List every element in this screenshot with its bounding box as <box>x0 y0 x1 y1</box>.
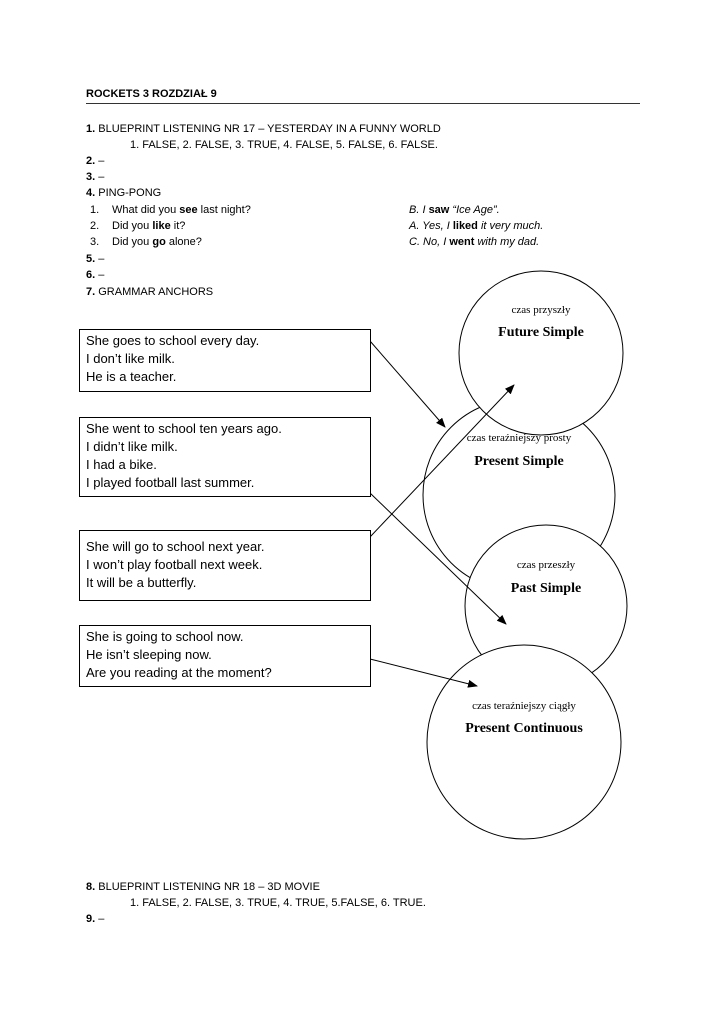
sentence-box-past-simple: She went to school ten years ago. I didn… <box>79 417 371 497</box>
arrow-to-present-simple <box>369 340 446 428</box>
page-title: ROCKETS 3 ROZDZIAŁ 9 <box>86 88 217 100</box>
sentence: I played football last summer. <box>86 475 255 490</box>
sentence: I didn’t like milk. <box>86 439 178 454</box>
section-number: 3. <box>86 171 96 183</box>
section-text: – <box>98 171 105 183</box>
question-verb: see <box>179 204 198 216</box>
answer-text: it very much. <box>477 220 544 232</box>
question-text: last night? <box>197 204 251 216</box>
section-7: 7. GRAMMAR ANCHORS <box>86 284 213 300</box>
row-number: 3. <box>90 236 100 248</box>
section-4: 4. PING-PONG <box>86 185 161 201</box>
question-verb: like <box>152 220 171 232</box>
answer-verb: liked <box>452 220 478 232</box>
circle-label-en: Future Simple <box>498 325 584 340</box>
circle-present-continuous <box>426 644 622 840</box>
section-3: 3. – <box>86 169 104 185</box>
row-number: 2. <box>90 220 100 232</box>
circle-label-en: Present Simple <box>474 454 564 469</box>
sentence-box-present-simple: She goes to school every day. I don’t li… <box>79 329 371 392</box>
sentence: He is a teacher. <box>86 369 177 384</box>
pingpong-row: 1. What did you see last night? <box>90 202 251 218</box>
section-2: 2. – <box>86 153 104 169</box>
answer: A. Yes, I liked it very much. <box>409 218 543 234</box>
question: What did you see last night? <box>112 202 251 218</box>
sentence: She is going to school now. <box>86 629 244 644</box>
circle-label-pl: czas przeszły <box>517 559 576 571</box>
section-text: GRAMMAR ANCHORS <box>98 286 214 298</box>
title-divider <box>86 103 640 104</box>
section-number: 6. <box>86 269 96 281</box>
question-verb: go <box>152 236 166 248</box>
arrow-to-past-simple <box>369 492 507 625</box>
question: Did you go alone? <box>112 234 202 250</box>
section-number: 5. <box>86 253 96 265</box>
answer-text: C. No, I <box>409 236 450 248</box>
section-text: PING-PONG <box>98 187 162 199</box>
circle-label-pl: czas teraźniejszy ciągły <box>472 700 576 712</box>
answer-verb: went <box>449 236 475 248</box>
answer-text: A. Yes, I <box>409 220 453 232</box>
arrow-to-future-simple <box>369 384 515 538</box>
section-6: 6. – <box>86 267 104 283</box>
sentence-box-present-continuous: She is going to school now. He isn’t sle… <box>79 625 371 687</box>
circle-future-simple <box>458 270 624 436</box>
section-number: 9. <box>86 913 96 925</box>
section-9: 9. – <box>86 911 104 927</box>
arrow-to-present-continuous <box>369 658 478 688</box>
sentence-box-future-simple: She will go to school next year. I won’t… <box>79 530 371 601</box>
section-8: 8. BLUEPRINT LISTENING NR 18 – 3D MOVIE <box>86 879 320 895</box>
section-number: 8. <box>86 881 96 893</box>
section-8-answers: 1. FALSE, 2. FALSE, 3. TRUE, 4. TRUE, 5.… <box>130 897 426 909</box>
question-text: it? <box>170 220 186 232</box>
sentence: I don’t like milk. <box>86 351 175 366</box>
sentence: He isn’t sleeping now. <box>86 647 212 662</box>
question-text: Did you <box>112 236 153 248</box>
answer-text: “Ice Age”. <box>449 204 500 216</box>
section-text: BLUEPRINT LISTENING NR 17 – YESTERDAY IN… <box>98 123 441 135</box>
question-text: alone? <box>165 236 202 248</box>
answer: C. No, I went with my dad. <box>409 234 539 250</box>
sentence: Are you reading at the moment? <box>86 665 272 680</box>
question-text: Did you <box>112 220 153 232</box>
circle-label-en: Past Simple <box>511 581 581 596</box>
sentence: She will go to school next year. <box>86 539 265 554</box>
answer-verb: saw <box>428 204 450 216</box>
section-text: BLUEPRINT LISTENING NR 18 – 3D MOVIE <box>98 881 320 893</box>
section-number: 4. <box>86 187 96 199</box>
circle-label-pl: czas teraźniejszy prosty <box>467 432 572 444</box>
section-text: – <box>98 253 105 265</box>
pingpong-row: 3. Did you go alone? <box>90 234 202 250</box>
answer-text: with my dad. <box>474 236 540 248</box>
section-text: – <box>98 913 105 925</box>
answer: B. I saw “Ice Age”. <box>409 202 500 218</box>
question-text: What did you <box>112 204 180 216</box>
section-number: 7. <box>86 286 96 298</box>
sentence: She goes to school every day. <box>86 333 260 348</box>
sentence: I won’t play football next week. <box>86 557 263 572</box>
section-1-answers: 1. FALSE, 2. FALSE, 3. TRUE, 4. FALSE, 5… <box>130 139 438 151</box>
section-1: 1. BLUEPRINT LISTENING NR 17 – YESTERDAY… <box>86 121 441 137</box>
row-number: 1. <box>90 204 100 216</box>
answer-text: B. I <box>409 204 429 216</box>
section-5: 5. – <box>86 251 104 267</box>
sentence: I had a bike. <box>86 457 157 472</box>
circle-label-en: Present Continuous <box>465 721 583 736</box>
sentence: It will be a butterfly. <box>86 575 197 590</box>
section-text: – <box>98 269 105 281</box>
question: Did you like it? <box>112 218 185 234</box>
sentence: She went to school ten years ago. <box>86 421 282 436</box>
circle-label-pl: czas przyszły <box>512 304 571 316</box>
section-text: – <box>98 155 105 167</box>
section-number: 1. <box>86 123 96 135</box>
pingpong-row: 2. Did you like it? <box>90 218 185 234</box>
section-number: 2. <box>86 155 96 167</box>
